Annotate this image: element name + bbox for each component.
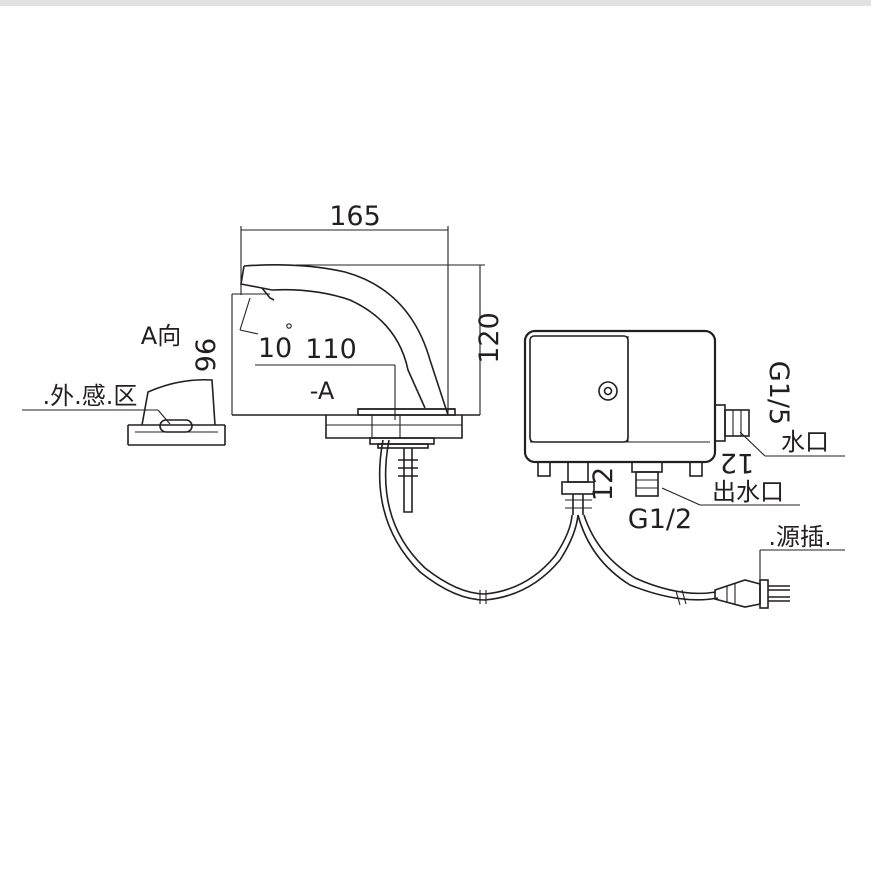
dim-165-label: 165	[329, 201, 381, 232]
dim-12-right-label: 12	[720, 447, 754, 478]
outlet-label: 出水口	[712, 478, 784, 506]
dim-12-bottom-label: 12	[588, 467, 619, 501]
mounting-shank	[369, 437, 435, 513]
sensor-window-view: A向 .外.感.区	[22, 322, 226, 446]
power-plug-label: .源插.	[768, 523, 831, 551]
section-a-label: -A	[310, 377, 335, 405]
view-a-label: A向	[141, 322, 181, 350]
top-border-bar	[0, 0, 871, 6]
thread-g12-label: G1/2	[628, 504, 692, 535]
outlet-annotations: 12 出水口 G1/2	[588, 467, 800, 535]
dim-10-label: 10	[258, 333, 292, 364]
dim-120-label: 120	[474, 312, 505, 364]
dim-110-label: 110	[305, 334, 357, 365]
sensor-cable	[378, 439, 579, 604]
power-cable	[577, 514, 719, 606]
dim-96-label: 96	[191, 338, 222, 372]
inlet-label: 水口	[781, 428, 829, 456]
dimension-165: 165	[240, 201, 449, 415]
thread-g15-label: G1/5	[763, 361, 794, 425]
sensing-zone-label: .外.感.区	[43, 382, 138, 410]
dimension-120: 120	[296, 264, 505, 415]
dimension-10: 10	[239, 297, 292, 364]
dimension-96: 96	[191, 293, 270, 415]
power-plug: .源插.	[714, 523, 845, 609]
dimension-110: 110	[255, 334, 396, 420]
control-box	[523, 329, 750, 515]
inlet-annotations: G1/5 水口 12	[720, 361, 845, 478]
